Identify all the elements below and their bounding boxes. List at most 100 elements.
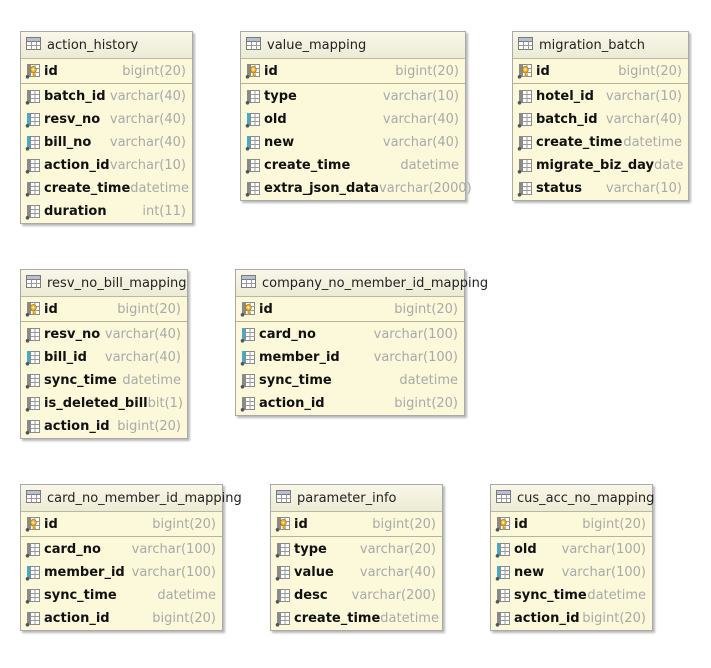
column-type: varchar(40) xyxy=(104,327,181,342)
column-name: card_no xyxy=(259,327,316,342)
column-type: bigint(20) xyxy=(152,516,216,532)
column-type: varchar(100) xyxy=(373,350,458,365)
column-type: bigint(20) xyxy=(117,419,181,434)
column-name: card_no xyxy=(44,542,101,557)
column-type: varchar(100) xyxy=(561,542,646,557)
column-type: varchar(10) xyxy=(605,89,682,104)
column-name: action_id xyxy=(44,611,110,626)
table-icon xyxy=(26,274,41,292)
table-header[interactable]: resv_no_bill_mapping xyxy=(21,270,187,297)
column-icon xyxy=(245,89,261,105)
column-type: datetime xyxy=(122,373,181,388)
primary-key-icon xyxy=(240,301,256,317)
column-name: migrate_biz_day xyxy=(536,158,655,173)
indexed-column-icon xyxy=(245,112,261,128)
column-type: varchar(10) xyxy=(382,89,459,104)
table-header[interactable]: card_no_member_id_mapping xyxy=(21,485,242,512)
table-name: cus_acc_no_mapping xyxy=(517,490,655,506)
column-name: create_time xyxy=(294,611,381,626)
column-icon xyxy=(517,135,533,151)
column-icon xyxy=(245,181,261,197)
column-icon xyxy=(25,588,41,604)
column-name: value xyxy=(294,565,334,580)
table-header[interactable]: migration_batch xyxy=(513,32,688,59)
column-name: id xyxy=(44,63,58,79)
column-name: type xyxy=(294,542,327,557)
table-header[interactable]: parameter_info xyxy=(271,485,442,512)
column-icon xyxy=(495,588,511,604)
column-icon xyxy=(517,181,533,197)
column-type: varchar(40) xyxy=(605,112,682,127)
column-name: new xyxy=(514,565,545,580)
column-name: action_id xyxy=(514,611,580,626)
table-header[interactable]: company_no_member_id_mapping xyxy=(236,270,488,297)
column-type: datetime xyxy=(130,181,189,196)
table-header[interactable]: cus_acc_no_mapping xyxy=(491,485,655,512)
column-icon xyxy=(240,373,256,389)
column-type: varchar(100) xyxy=(131,542,216,557)
column-row-card-no[interactable]: card_no varchar(100) xyxy=(21,538,222,561)
primary-key-icon xyxy=(517,63,533,79)
column-name: member_id xyxy=(44,565,125,580)
primary-key-icon xyxy=(275,516,291,532)
table-header[interactable]: action_history xyxy=(21,32,192,59)
column-type: bigint(20) xyxy=(394,301,458,317)
primary-key-icon xyxy=(25,516,41,532)
table-header[interactable]: value_mapping xyxy=(241,32,465,59)
primary-key-icon xyxy=(25,301,41,317)
table-icon xyxy=(518,36,533,54)
